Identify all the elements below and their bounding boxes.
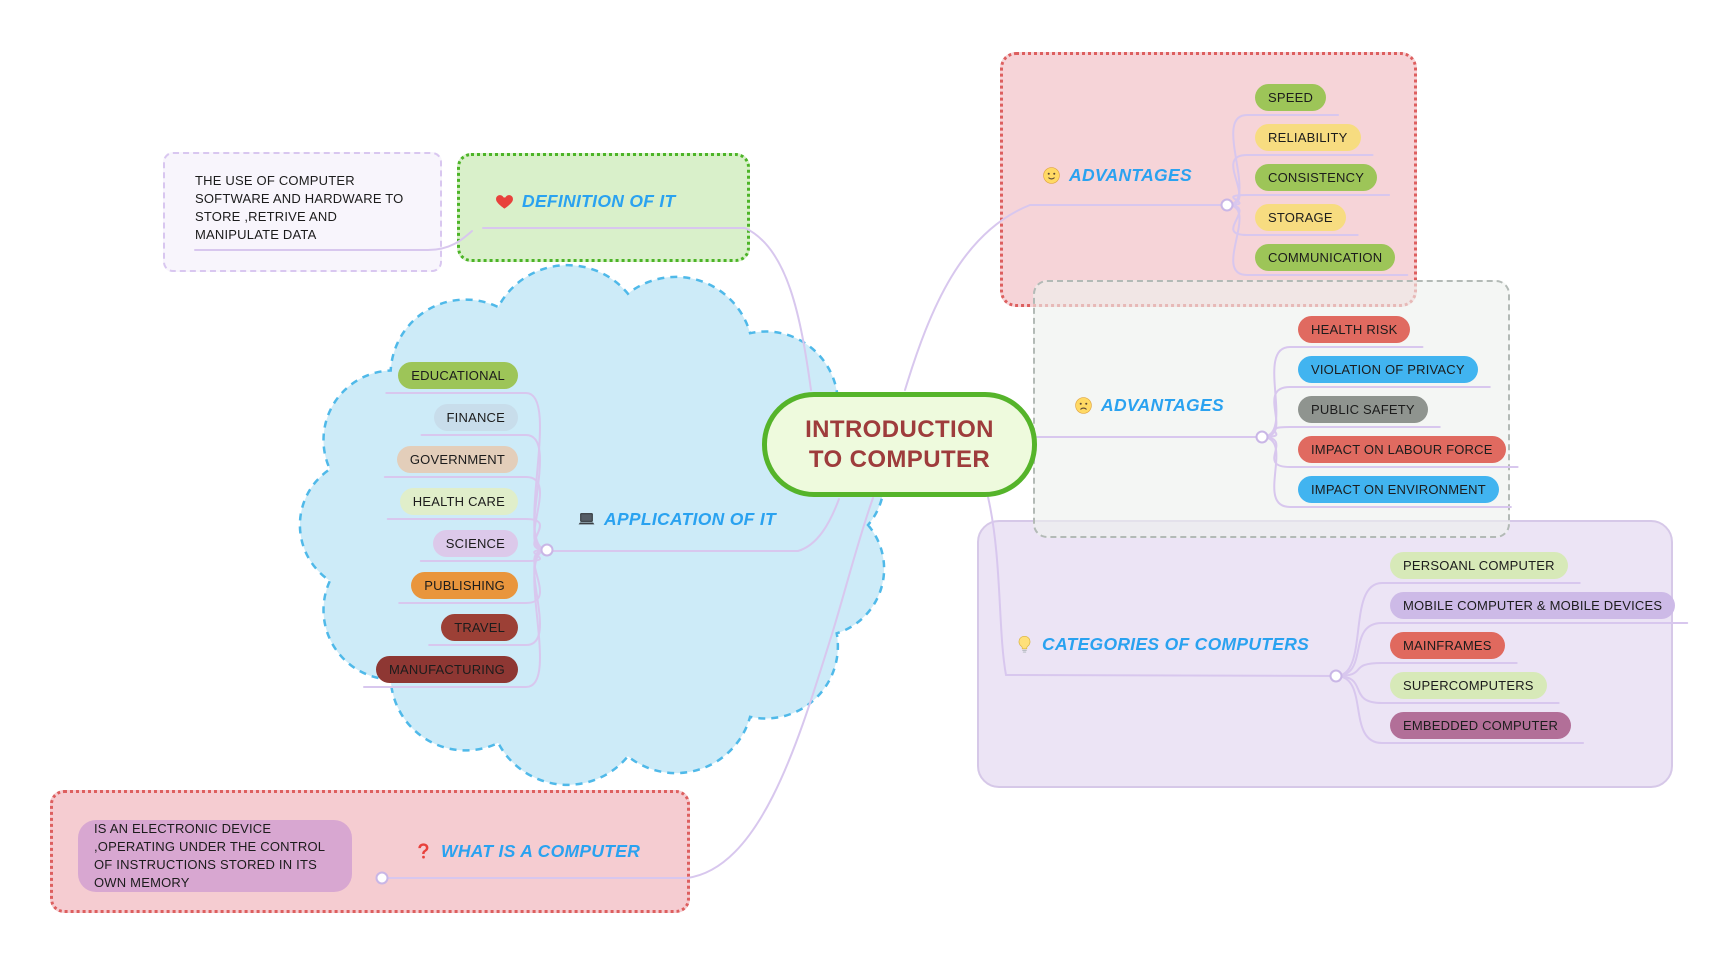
topic-pill[interactable]: COMMUNICATION [1255, 244, 1396, 271]
question-mark-icon [414, 842, 433, 861]
branch-node-what-is[interactable] [375, 871, 389, 885]
branch-node-advantages[interactable] [1220, 198, 1234, 212]
topic-pill[interactable]: CONSISTENCY [1255, 164, 1378, 191]
topic-pill[interactable]: TRAVEL [441, 614, 518, 641]
topic-pill[interactable]: MANUFACTURING [376, 656, 518, 683]
what-is-note[interactable]: IS AN ELECTRONIC DEVICE ,OPERATING UNDER… [78, 820, 352, 892]
topic-pill[interactable]: PUBLIC SAFETY [1298, 396, 1428, 423]
topic-pill[interactable]: PERSOANL COMPUTER [1390, 552, 1568, 579]
frowning-face-icon [1074, 396, 1093, 415]
topic-pill[interactable]: MAINFRAMES [1390, 632, 1505, 659]
red-heart-icon [495, 192, 514, 211]
branch-node-applications[interactable] [540, 543, 554, 557]
advantages-pills: SPEED RELIABILITY CONSISTENCY STORAGE COMMUN… [1255, 84, 1396, 271]
definition-note[interactable]: THE USE OF COMPUTER SOFTWARE AND HARDWAR… [163, 152, 442, 272]
topic-pill[interactable]: RELIABILITY [1255, 124, 1361, 151]
branch-label-text: CATEGORIES OF COMPUTERS [1042, 634, 1310, 654]
categories-pills: PERSOANL COMPUTER MOBILE COMPUTER & MOBIL… [1390, 552, 1676, 739]
topic-pill[interactable]: EMBEDDED COMPUTER [1390, 712, 1572, 739]
topic-pill[interactable]: HEALTH RISK [1298, 316, 1411, 343]
topic-pill[interactable]: GOVERNMENT [396, 446, 518, 473]
branch-node-disadvantages[interactable] [1255, 430, 1269, 444]
topic-pill[interactable]: EDUCATIONAL [398, 362, 518, 389]
laptop-icon [577, 510, 596, 529]
branch-label-text: APPLICATION OF IT [604, 509, 776, 529]
central-topic[interactable]: INTRODUCTION TO COMPUTER [762, 392, 1037, 497]
topic-pill[interactable]: SCIENCE [432, 530, 518, 557]
topic-pill[interactable]: FINANCE [433, 404, 518, 431]
definition-note-text: THE USE OF COMPUTER SOFTWARE AND HARDWAR… [195, 173, 404, 242]
topic-pill[interactable]: SUPERCOMPUTERS [1390, 672, 1547, 699]
disadvantages-pills: HEALTH RISK VIOLATION OF PRIVACY PUBLIC SA… [1298, 316, 1506, 503]
branch-label-text: WHAT IS A COMPUTER [441, 841, 641, 861]
smiling-face-icon [1042, 166, 1061, 185]
topic-pill[interactable]: HEALTH CARE [399, 488, 518, 515]
branch-label-what-is[interactable]: WHAT IS A COMPUTER [414, 841, 640, 862]
what-is-note-text: IS AN ELECTRONIC DEVICE ,OPERATING UNDER… [94, 821, 325, 890]
topic-pill[interactable]: IMPACT ON ENVIRONMENT [1298, 476, 1499, 503]
applications-pills: EDUCATIONAL FINANCE GOVERNMENT HEALTH CARE S… [350, 362, 518, 683]
central-topic-text: INTRODUCTION TO COMPUTER [805, 415, 994, 473]
topic-pill[interactable]: MOBILE COMPUTER & MOBILE DEVICES [1390, 592, 1676, 619]
topic-pill[interactable]: STORAGE [1255, 204, 1346, 231]
light-bulb-icon [1015, 635, 1034, 654]
branch-label-text: DEFINITION OF IT [522, 191, 676, 211]
branch-label-text: ADVANTAGES [1101, 395, 1224, 415]
branch-label-text: ADVANTAGES [1069, 165, 1192, 185]
branch-label-applications[interactable]: APPLICATION OF IT [577, 509, 776, 530]
branch-label-categories[interactable]: CATEGORIES OF COMPUTERS [1015, 634, 1309, 655]
branch-label-advantages[interactable]: ADVANTAGES [1042, 165, 1192, 186]
branch-node-categories[interactable] [1329, 669, 1343, 683]
topic-pill[interactable]: IMPACT ON LABOUR FORCE [1298, 436, 1506, 463]
topic-pill[interactable]: PUBLISHING [411, 572, 518, 599]
topic-pill[interactable]: SPEED [1255, 84, 1327, 111]
topic-pill[interactable]: VIOLATION OF PRIVACY [1298, 356, 1478, 383]
branch-label-disadvantages[interactable]: ADVANTAGES [1074, 395, 1224, 416]
branch-label-definition[interactable]: DEFINITION OF IT [495, 191, 676, 212]
